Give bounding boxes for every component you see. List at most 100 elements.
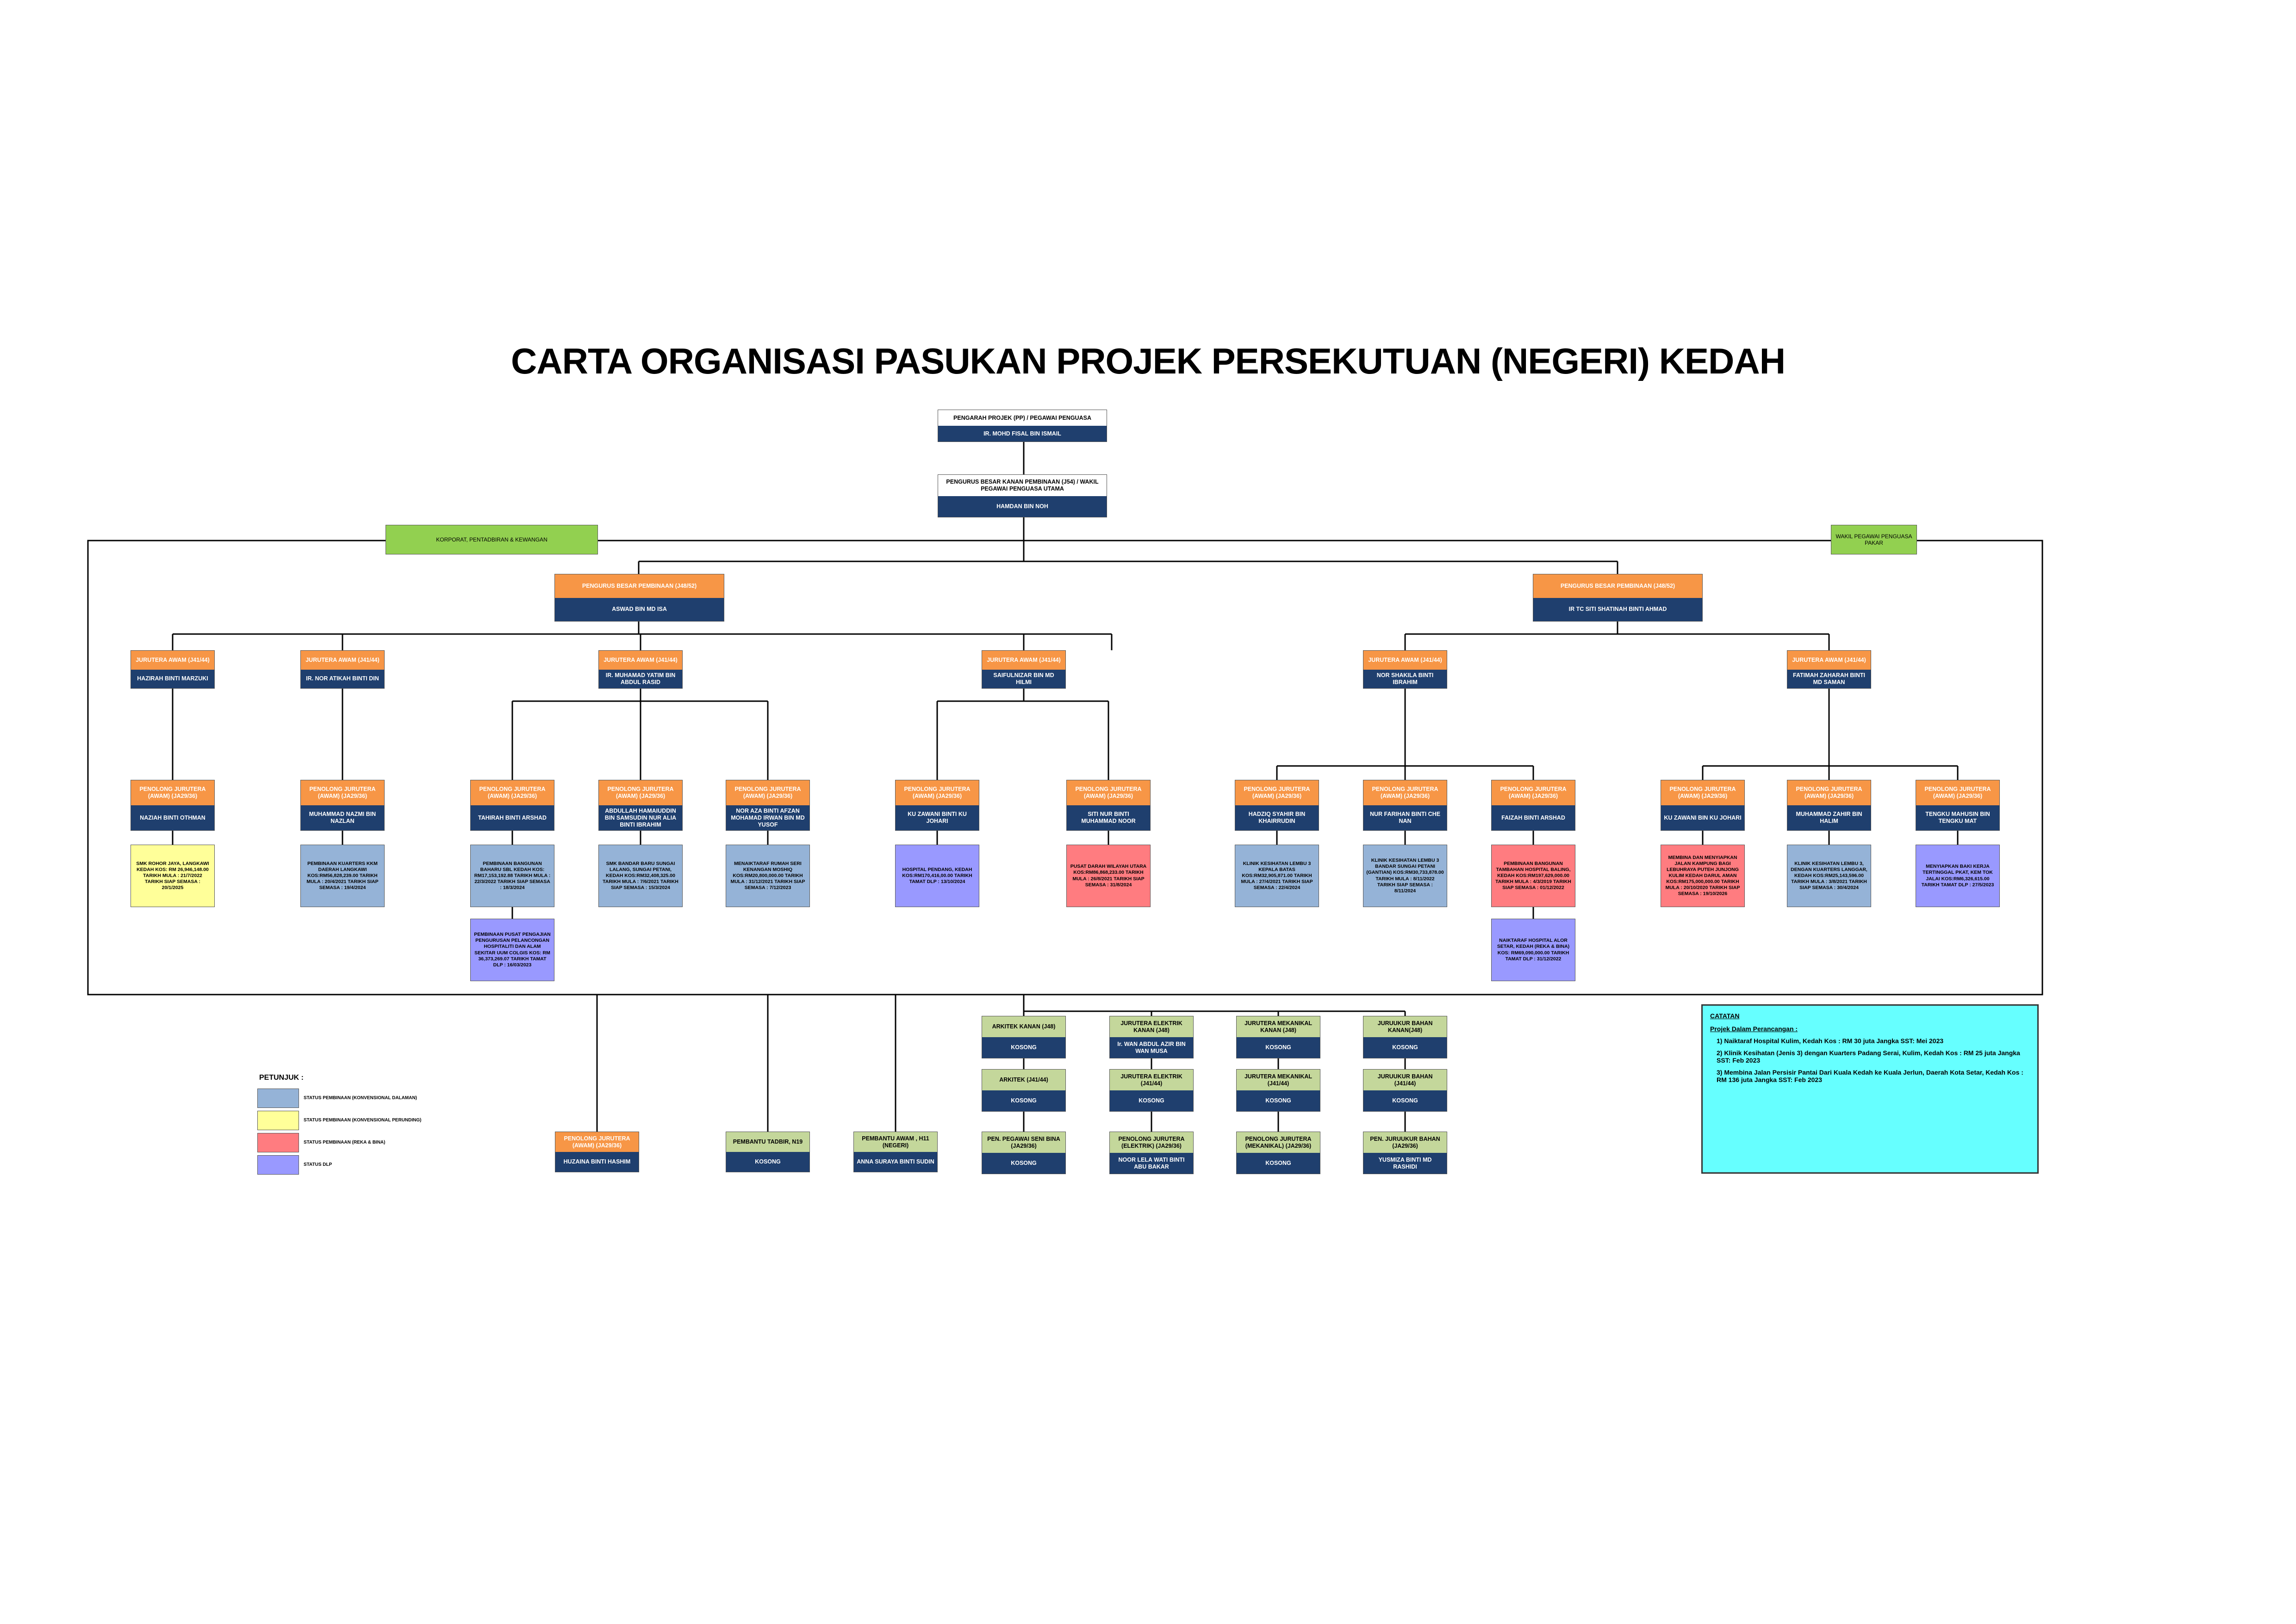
node-role: PENOLONG JURUTERA (AWAM) (JA29/36) [1787, 780, 1871, 805]
node-name: KOSONG [1110, 1090, 1193, 1111]
node-name: FAIZAH BINTI ARSHAD [1492, 805, 1575, 830]
notes-item: 1) Naiktaraf Hospital Kulim, Kedah Kos :… [1717, 1037, 1944, 1045]
node-role: PEMBANTU TADBIR, N19 [726, 1132, 809, 1152]
org-node-manager-left[interactable]: PENGURUS BESAR PEMBINAAN (J48/52) ASWAD … [554, 574, 724, 622]
node-role: PENOLONG JURUTERA (AWAM) (JA29/36) [301, 780, 384, 805]
node-role: PENOLONG JURUTERA (AWAM) (JA29/36) [1067, 780, 1150, 805]
node-name: KOSONG [982, 1153, 1065, 1174]
org-node-technical[interactable]: JURUTERA ELEKTRIK KANAN (J48) Ir. WAN AB… [1109, 1016, 1194, 1058]
node-name: NOR AZA BINTI AFZAN MOHAMAD IRWAN BIN MD… [726, 805, 809, 830]
org-node-technical[interactable]: JURUUKUR BAHAN KANAN(J48) KOSONG [1363, 1016, 1447, 1058]
org-node-pengurus-besar-kanan[interactable]: PENGURUS BESAR KANAN PEMBINAAN (J54) / W… [938, 474, 1107, 517]
org-node-assistant[interactable]: PENOLONG JURUTERA (AWAM) (JA29/36) MUHAM… [1787, 780, 1871, 831]
node-role: PENGURUS BESAR KANAN PEMBINAAN (J54) / W… [938, 475, 1107, 496]
org-node-engineer[interactable]: JURUTERA AWAM (J41/44) HAZIRAH BINTI MAR… [131, 650, 215, 689]
node-name: HUZAINA BINTI HASHIM [555, 1152, 639, 1172]
node-name: IR. MOHD FISAL BIN ISMAIL [938, 426, 1107, 442]
org-node-technical[interactable]: PEN. PEGAWAI SENI BINA (JA29/36) KOSONG [982, 1132, 1066, 1174]
org-node-engineer[interactable]: JURUTERA AWAM (J41/44) FATIMAH ZAHARAH B… [1787, 650, 1871, 689]
org-node-technical[interactable]: JURUTERA MEKANIKAL KANAN (J48) KOSONG [1236, 1016, 1320, 1058]
legend-label: STATUS DLP [304, 1162, 332, 1167]
node-role: JURUTERA AWAM (J41/44) [982, 651, 1065, 670]
org-node-pengarah-projek[interactable]: PENGARAH PROJEK (PP) / PEGAWAI PENGUASA … [938, 410, 1107, 442]
project-status-box: PEMBINAAN BANGUNAN TAMBAHAN HOSPITAL BAL… [1491, 845, 1575, 907]
node-name: KU ZAWANI BINTI KU JOHARI [896, 805, 979, 830]
node-name: IR TC SITI SHATINAH BINTI AHMAD [1533, 597, 1702, 621]
notes-item: 2) Klinik Kesihatan (Jenis 3) dengan Kua… [1717, 1049, 2020, 1064]
org-node-assistant[interactable]: PENOLONG JURUTERA (AWAM) (JA29/36) TAHIR… [470, 780, 554, 831]
side-label-wakil-pakar: WAKIL PEGAWAI PENGUASA PAKAR [1831, 525, 1917, 554]
org-node-assistant[interactable]: PENOLONG JURUTERA (AWAM) (JA29/36) HADZI… [1235, 780, 1319, 831]
node-role: JURUTERA ELEKTRIK (J41/44) [1110, 1070, 1193, 1090]
node-name: NUR FARIHAN BINTI CHE NAN [1363, 805, 1447, 830]
node-role: PENOLONG JURUTERA (AWAM) (JA29/36) [726, 780, 809, 805]
org-node-assistant[interactable]: PENOLONG JURUTERA (AWAM) (JA29/36) FAIZA… [1491, 780, 1575, 831]
node-role: PENOLONG JURUTERA (AWAM) (JA29/36) [1661, 780, 1744, 805]
org-node-support[interactable]: PEMBANTU TADBIR, N19 KOSONG [726, 1132, 810, 1172]
node-role: PEN. JURUUKUR BAHAN (JA29/36) [1363, 1132, 1447, 1153]
org-node-technical[interactable]: JURUTERA MEKANIKAL (J41/44) KOSONG [1236, 1069, 1320, 1112]
org-node-technical[interactable]: JURUTERA ELEKTRIK (J41/44) KOSONG [1109, 1069, 1194, 1112]
org-node-engineer[interactable]: JURUTERA AWAM (J41/44) SAIFULNIZAR BIN M… [982, 650, 1066, 689]
node-role: PENOLONG JURUTERA (AWAM) (JA29/36) [471, 780, 554, 805]
node-name: NOR SHAKILA BINTI IBRAHIM [1363, 669, 1447, 688]
org-node-technical[interactable]: PEN. JURUUKUR BAHAN (JA29/36) YUSMIZA BI… [1363, 1132, 1447, 1174]
org-node-manager-right[interactable]: PENGURUS BESAR PEMBINAAN (J48/52) IR TC … [1533, 574, 1703, 622]
legend-swatch [257, 1111, 299, 1130]
node-role: JURUTERA AWAM (J41/44) [301, 651, 384, 670]
org-node-support[interactable]: PENOLONG JURUTERA (AWAM) (JA29/36) HUZAI… [555, 1132, 639, 1172]
org-node-technical[interactable]: ARKITEK KANAN (J48) KOSONG [982, 1016, 1066, 1058]
node-role: ARKITEK (J41/44) [982, 1070, 1065, 1090]
node-name: KOSONG [982, 1037, 1065, 1058]
org-node-engineer[interactable]: JURUTERA AWAM (J41/44) IR. NOR ATIKAH BI… [300, 650, 385, 689]
org-node-assistant[interactable]: PENOLONG JURUTERA (AWAM) (JA29/36) ABDUL… [598, 780, 683, 831]
node-name: HAZIRAH BINTI MARZUKI [131, 669, 214, 688]
node-role: JURUTERA AWAM (J41/44) [1787, 651, 1871, 670]
node-name: TAHIRAH BINTI ARSHAD [471, 805, 554, 830]
node-role: PENGARAH PROJEK (PP) / PEGAWAI PENGUASA [938, 410, 1107, 426]
org-node-technical[interactable]: ARKITEK (J41/44) KOSONG [982, 1069, 1066, 1112]
project-status-box: SMK BANDAR BARU SUNGAI LALANG, SUNGAI PE… [598, 845, 683, 907]
node-name: KOSONG [1237, 1037, 1320, 1058]
project-status-box: KLINIK KESIHATAN LEMBU 3, DENGAN KUARTER… [1787, 845, 1871, 907]
org-node-assistant[interactable]: PENOLONG JURUTERA (AWAM) (JA29/36) NAZIA… [131, 780, 215, 831]
node-name: ASWAD BIN MD ISA [555, 597, 724, 621]
org-node-assistant[interactable]: PENOLONG JURUTERA (AWAM) (JA29/36) NOR A… [726, 780, 810, 831]
node-name: TENGKU MAHUSIN BIN TENGKU MAT [1916, 805, 1999, 830]
node-name: SAIFULNIZAR BIN MD HILMI [982, 669, 1065, 688]
node-role: PENOLONG JURUTERA (ELEKTRIK) (JA29/36) [1110, 1132, 1193, 1153]
org-node-assistant[interactable]: PENOLONG JURUTERA (AWAM) (JA29/36) TENGK… [1916, 780, 2000, 831]
node-name: KOSONG [1363, 1037, 1447, 1058]
org-node-engineer[interactable]: JURUTERA AWAM (J41/44) NOR SHAKILA BINTI… [1363, 650, 1447, 689]
node-role: PENOLONG JURUTERA (AWAM) (JA29/36) [555, 1132, 639, 1152]
org-node-assistant[interactable]: PENOLONG JURUTERA (AWAM) (JA29/36) KU ZA… [1661, 780, 1745, 831]
org-node-technical[interactable]: PENOLONG JURUTERA (ELEKTRIK) (JA29/36) N… [1109, 1132, 1194, 1174]
org-node-assistant[interactable]: PENOLONG JURUTERA (AWAM) (JA29/36) NUR F… [1363, 780, 1447, 831]
legend-swatch [257, 1133, 299, 1152]
node-name: MUHAMMAD ZAHIR BIN HALIM [1787, 805, 1871, 830]
node-name: NAZIAH BINTI OTHMAN [131, 805, 214, 830]
org-node-assistant[interactable]: PENOLONG JURUTERA (AWAM) (JA29/36) MUHAM… [300, 780, 385, 831]
node-role: PENGURUS BESAR PEMBINAAN (J48/52) [1533, 574, 1702, 598]
project-status-box: KLINIK KESIHATAN LEMBU 3 KEPALA BATAS KO… [1235, 845, 1319, 907]
node-name: IR. NOR ATIKAH BINTI DIN [301, 669, 384, 688]
legend-label: STATUS PEMBINAAN (KONVENSIONAL DALAMAN) [304, 1095, 417, 1101]
org-node-assistant[interactable]: PENOLONG JURUTERA (AWAM) (JA29/36) SITI … [1066, 780, 1151, 831]
project-status-box: PEMBINAAN BANGUNAN BAHARU SBL KEDAH KOS:… [470, 845, 554, 907]
org-node-technical[interactable]: JURUUKUR BAHAN (J41/44) KOSONG [1363, 1069, 1447, 1112]
legend-label: STATUS PEMBINAAN (KONVENSIONAL PERUNDING… [304, 1118, 422, 1123]
node-role: PENOLONG JURUTERA (MEKANIKAL) (JA29/36) [1237, 1132, 1320, 1153]
node-role: PEN. PEGAWAI SENI BINA (JA29/36) [982, 1132, 1065, 1153]
org-node-technical[interactable]: PENOLONG JURUTERA (MEKANIKAL) (JA29/36) … [1236, 1132, 1320, 1174]
node-name: NOOR LELA WATI BINTI ABU BAKAR [1110, 1153, 1193, 1174]
node-role: PENOLONG JURUTERA (AWAM) (JA29/36) [1492, 780, 1575, 805]
org-node-support[interactable]: PEMBANTU AWAM , H11 (NEGERI) ANNA SURAYA… [853, 1132, 938, 1172]
project-status-box: HOSPITAL PENDANG, KEDAH KOS:RM170,416,00… [895, 845, 979, 907]
node-name: HAMDAN BIN NOH [938, 496, 1107, 517]
node-role: JURUTERA ELEKTRIK KANAN (J48) [1110, 1016, 1193, 1037]
side-label-korporat: KORPORAT, PENTADBIRAN & KEWANGAN [386, 525, 598, 554]
notes-subtitle: Projek Dalam Perancangan : [1710, 1025, 1798, 1033]
node-name: YUSMIZA BINTI MD RASHIDI [1363, 1153, 1447, 1174]
org-node-assistant[interactable]: PENOLONG JURUTERA (AWAM) (JA29/36) KU ZA… [895, 780, 979, 831]
org-node-engineer[interactable]: JURUTERA AWAM (J41/44) IR. MUHAMAD YATIM… [598, 650, 683, 689]
